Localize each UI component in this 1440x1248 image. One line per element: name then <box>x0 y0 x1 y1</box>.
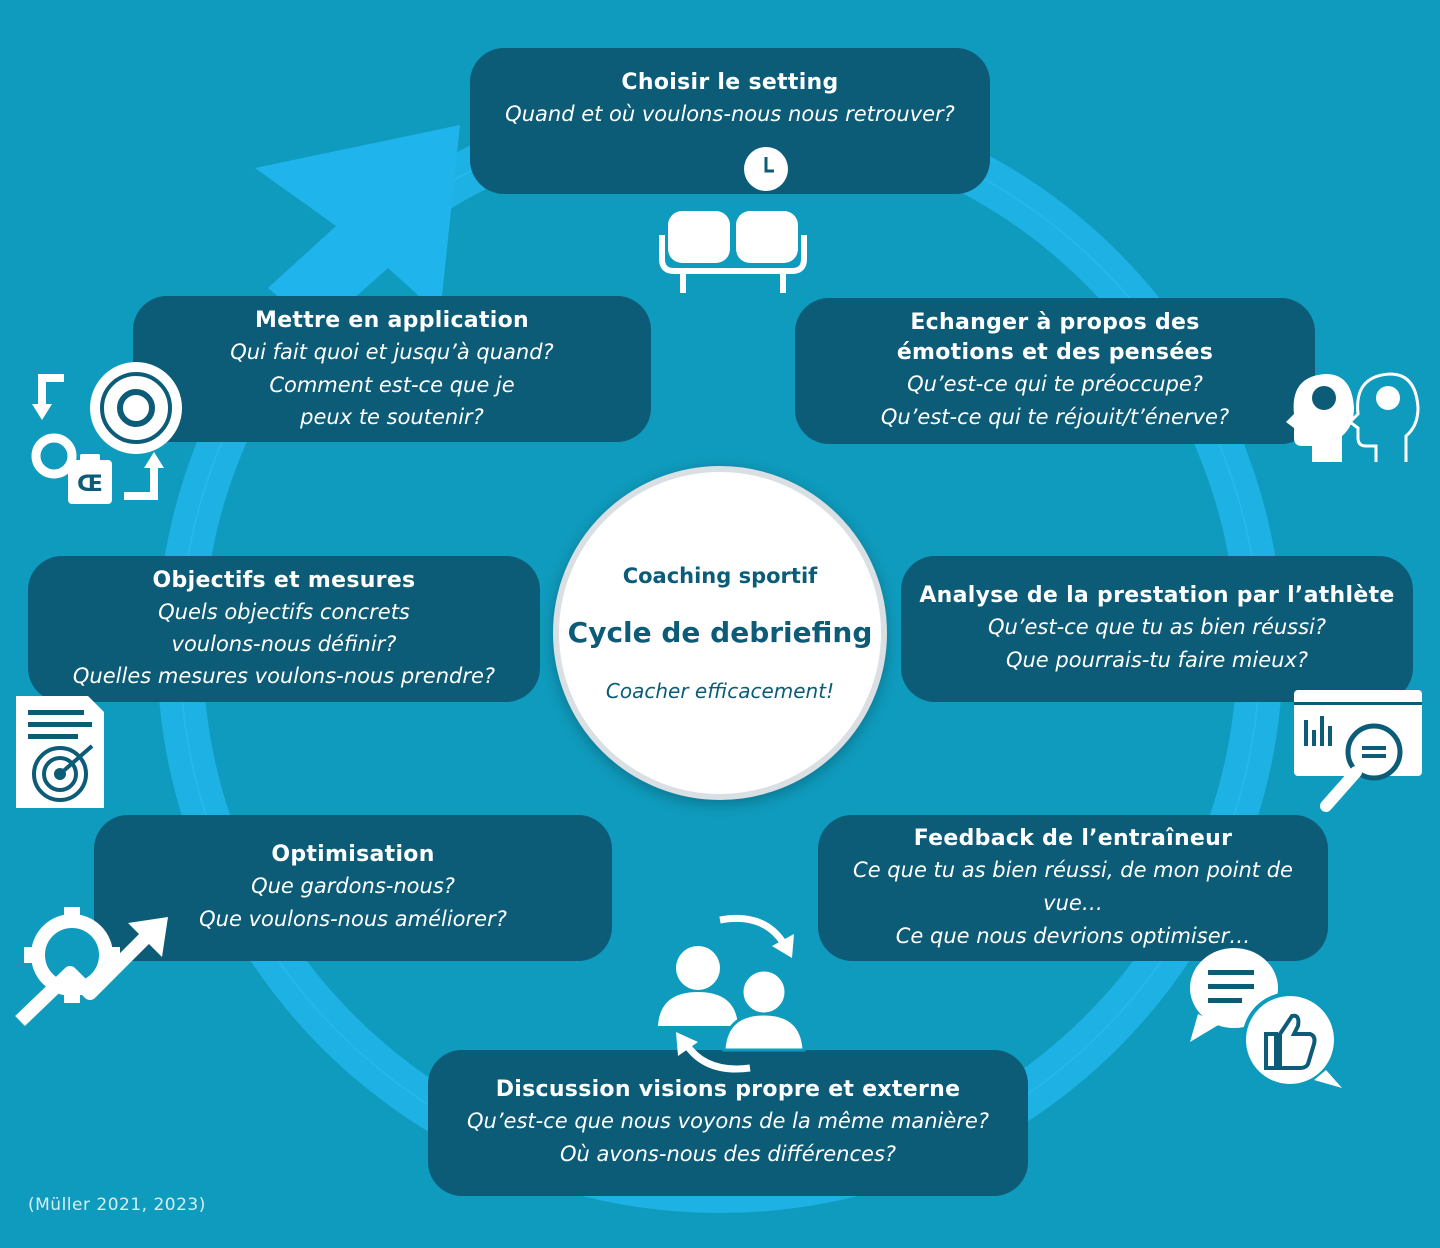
gear-arrow-up-icon <box>15 907 168 1027</box>
step-title: Feedback de l’entraîneur <box>913 825 1233 851</box>
step-question: Ce que nous devrions optimiser… <box>895 923 1251 948</box>
step-discussion: Discussion visions propre et externe Qu’… <box>428 1050 1028 1196</box>
step-question: Que gardons-nous? <box>251 874 455 898</box>
cycle-arrow-icon <box>255 125 460 330</box>
sofa-icon <box>659 211 807 293</box>
center-title: Cycle de debriefing <box>567 615 873 649</box>
step-question: Qu’est-ce qui te préoccupe? <box>907 372 1203 396</box>
step-title: Discussion visions propre et externe <box>495 1077 961 1102</box>
step-question: Ce que tu as bien réussi, de mon point d… <box>853 857 1293 915</box>
step-question: Qui fait quoi et jusqu’à quand? <box>230 339 554 364</box>
step-exchange-emotions: Echanger à propos des émotions et des pe… <box>795 298 1315 444</box>
process-gears-icon: Œ <box>31 362 182 504</box>
step-question: Qu’est-ce que tu as bien réussi? <box>987 615 1327 639</box>
step-question: Que voulons-nous améliorer? <box>199 907 507 931</box>
center-circle: Coaching sportif Cycle de debriefing Coa… <box>553 466 887 800</box>
step-question: Quand et où voulons-nous nous retrouver? <box>505 102 955 126</box>
center-subtitle-top: Coaching sportif <box>622 563 818 588</box>
step-choose-setting: Choisir le setting Quand et où voulons-n… <box>470 48 990 194</box>
step-question: Quels objectifs concrets voulons-nous dé… <box>158 599 410 656</box>
head-brain-icon <box>1286 372 1420 462</box>
step-question: Où avons-nous des différences? <box>559 1142 897 1166</box>
analysis-magnifier-icon <box>1294 690 1422 812</box>
clipboard-badge: Œ <box>77 472 103 497</box>
source-credit: (Müller 2021, 2023) <box>28 1195 206 1215</box>
step-apply: Mettre en application Qui fait quoi et j… <box>133 296 651 442</box>
clock-icon <box>744 147 788 191</box>
document-target-icon <box>16 696 104 808</box>
step-coach-feedback: Feedback de l’entraîneur Ce que tu as bi… <box>818 815 1328 961</box>
step-optimisation: Optimisation Que gardons-nous? Que voulo… <box>94 815 612 961</box>
step-title: Analyse de la prestation par l’athlète <box>919 583 1395 608</box>
step-title: Optimisation <box>271 842 435 867</box>
people-exchange-icon <box>658 914 806 1073</box>
step-title: Objectifs et mesures <box>152 567 416 593</box>
step-goals-measures: Objectifs et mesures Quels objectifs con… <box>28 556 540 702</box>
step-athlete-analysis: Analyse de la prestation par l’athlète Q… <box>901 556 1413 702</box>
step-question: Comment est-ce que je peux te soutenir? <box>269 372 515 429</box>
step-question: Qu’est-ce qui te réjouit/t’énerve? <box>880 405 1230 429</box>
step-title: Mettre en application <box>255 307 529 333</box>
step-title: Echanger à propos des émotions et des pe… <box>896 310 1214 365</box>
step-question: Que pourrais-tu faire mieux? <box>1005 648 1309 672</box>
center-subtitle-bottom: Coacher efficacement! <box>605 678 835 703</box>
step-question: Quelles mesures voulons-nous prendre? <box>72 663 496 688</box>
step-title: Choisir le setting <box>621 70 839 95</box>
speech-thumbs-up-icon <box>1190 948 1342 1088</box>
step-question: Qu’est-ce que nous voyons de la même man… <box>467 1109 989 1133</box>
